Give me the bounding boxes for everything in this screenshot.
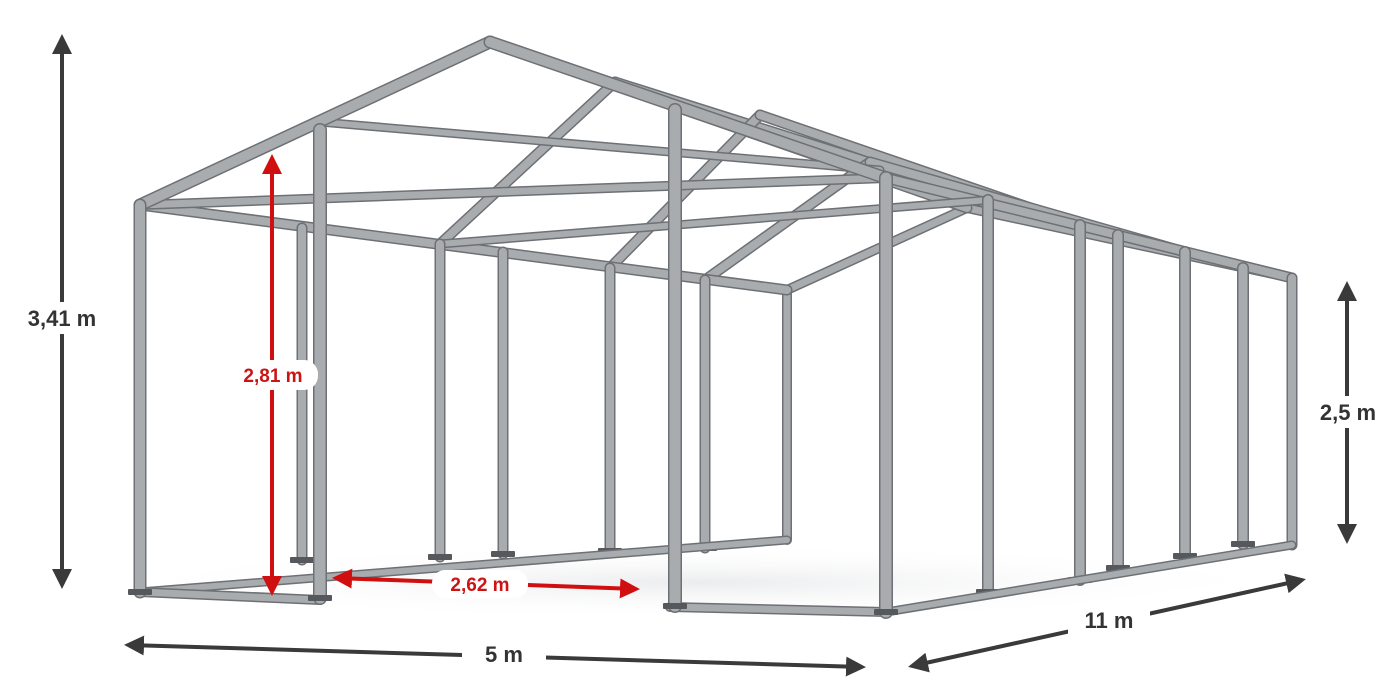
upper-tie-beam [317,119,883,173]
front-floor-rail-left [136,588,324,604]
tent-frame [128,35,1298,619]
width-label-bg [462,638,546,670]
door-width-label-bg [432,570,528,598]
front-floor-rail-right [666,603,890,616]
back-rafter-left [783,204,971,294]
side-height-label-bg [1312,396,1384,428]
door-foot-left [308,595,332,601]
length-label-bg [1068,604,1150,636]
length-label: 11 m [1085,608,1134,633]
front-foot-left [128,589,152,595]
right-eave [882,174,1296,282]
left-post-foot-1 [428,554,452,560]
right-post-foot-4 [1231,541,1255,547]
total-height-label: 3,41 m [28,306,97,331]
total-height-label-bg [18,302,106,334]
left-post-foot-0 [290,557,314,563]
side-height-label: 2,5 m [1320,400,1376,425]
door-width-label: 2,62 m [450,575,509,596]
front-rafter-left [135,37,495,210]
door-foot-right [663,603,687,609]
arch-1-left-rafter [606,111,764,272]
door-height-label-bg [230,360,318,390]
front-foot-right [874,609,898,615]
arch-0-left-rafter [436,78,619,248]
width-label: 5 m [485,642,523,667]
left-post-foot-2 [491,551,515,557]
front-rafter-right [485,37,891,183]
tie-beam-1 [437,197,991,247]
door-height-label: 2,81 m [243,366,302,387]
